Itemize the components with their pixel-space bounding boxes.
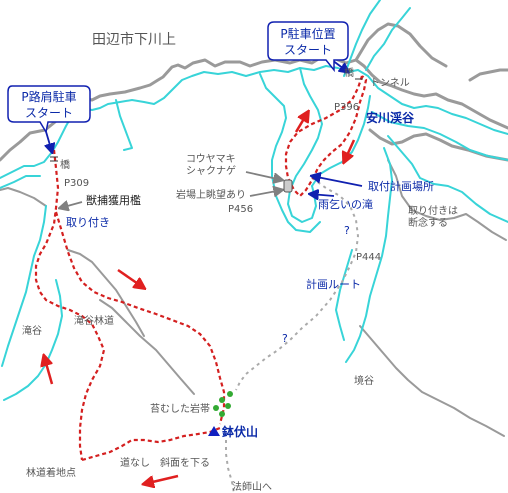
moss-dot-2: [219, 397, 225, 403]
bubble-left: P路肩駐車 スタート: [7, 85, 91, 135]
bubble-left-shape: [7, 85, 91, 135]
ridge-east-lowest: [359, 325, 505, 437]
blue-arrow-amagoi: [310, 194, 335, 196]
trail-ticks: [50, 78, 363, 162]
p456-label: P456: [228, 204, 253, 215]
walked-route-south: [81, 426, 221, 462]
sakaidani-label: 境谷: [354, 374, 374, 387]
bridge-left-label: 橋: [60, 158, 70, 171]
bubble-right-line-1: P駐車位置: [280, 26, 335, 41]
blue-arrow-toritsuki: [312, 176, 363, 187]
summit-label: 鉢伏山: [222, 424, 258, 439]
hunting-cage-label: 獣捕獲用檻: [86, 193, 141, 207]
bubble-left-line-2: スタート: [25, 106, 73, 120]
toritsuki-place-label: 取付計画場所: [368, 179, 434, 193]
bubble-right-line-2: スタート: [284, 43, 332, 57]
tunnel-label: トンネル: [370, 77, 410, 89]
moss-dot-3: [225, 403, 231, 409]
moss-dot-4: [213, 405, 219, 411]
ridge-center: [99, 299, 195, 395]
walked-route-east: [284, 75, 368, 198]
keikaku-label: 計画ルート: [306, 277, 361, 291]
moss-dot-5: [219, 411, 225, 417]
bubble-left-line-1: P路肩駐車: [21, 89, 76, 104]
river-east-upper-b: [365, 7, 411, 71]
river-east-branch: [371, 111, 508, 161]
toritsuki-steep-label-2: 断念する: [408, 216, 448, 229]
ridge-east: [354, 22, 448, 68]
river-east-low-b: [335, 249, 353, 341]
river-east-low: [345, 147, 393, 363]
toritsuki-label: 取り付き: [66, 216, 110, 229]
ridge-far-east: [468, 68, 508, 82]
direction-arrows: [44, 112, 356, 484]
gray-arrow-hunting: [60, 202, 83, 208]
gray-arrow-iwaba: [249, 190, 282, 196]
ridge-west: [0, 187, 47, 207]
ridge-east-hill: [387, 159, 507, 241]
red-arrow-west: [44, 356, 54, 385]
amagoi-label: 雨乞いの滝: [318, 197, 373, 211]
river-west-branch: [115, 99, 133, 151]
koke-label: 苔むした岩帯: [150, 402, 210, 415]
river-east-branch-b: [387, 135, 508, 223]
iwaba-label: 岩場上眺望あり: [176, 188, 246, 201]
gray-arrow-koyamaki: [245, 171, 282, 180]
bubble-right-shape: [267, 21, 349, 73]
planned-route-south: [225, 440, 235, 493]
question-mark-1: ?: [344, 224, 350, 237]
toritsuki-steep-label-1: 取り付きは: [408, 204, 458, 217]
summit-triangle-icon: [208, 426, 220, 436]
walked-route-west-link: [54, 211, 226, 425]
moss-zone: [213, 391, 233, 417]
bridge-right-label: 橋: [344, 66, 354, 79]
yasukawa-label: 安川渓谷: [366, 110, 415, 125]
river-takidani: [1, 205, 47, 367]
pointer-arrows: [41, 59, 363, 208]
koyamaki-label: コウヤマキ: [186, 153, 236, 165]
takidani-rindo-label: 滝谷林道: [74, 314, 114, 327]
bubble-right: P駐車位置 スタート: [267, 21, 349, 73]
p309-label: P309: [64, 178, 89, 189]
shakunage-label: シャクナゲ: [186, 165, 236, 177]
river-yasukawa: [287, 67, 323, 223]
walked-route-main: [34, 149, 106, 461]
red-arrow-down-east: [344, 139, 356, 162]
river-takidani-b: [3, 279, 63, 401]
red-arrow-south: [144, 474, 179, 484]
takidani-label: 滝谷: [22, 325, 42, 337]
p396-label: P396: [334, 102, 359, 113]
shamen-label: 斜面を下る: [160, 456, 210, 469]
red-arrow-center: [117, 268, 144, 288]
p444-label: P444: [356, 252, 381, 263]
river-yasukawa-inner: [259, 73, 321, 233]
viewpoint-marker: [283, 179, 293, 193]
river-left-bank: [0, 175, 41, 189]
rindo-end-label: 林道着地点: [26, 466, 76, 479]
question-mark-2: ?: [282, 332, 288, 345]
moss-dot-1: [227, 391, 233, 397]
red-arrow-up-east: [294, 112, 308, 133]
river-lines: [0, 0, 508, 401]
place-name-label: 田辺市下川上: [92, 31, 176, 48]
hoshiyama-label: 法師山へ: [232, 480, 272, 493]
planned-route: [235, 177, 360, 391]
ridge-west-lower: [67, 249, 145, 337]
michinashi-label: 道なし: [120, 456, 150, 469]
